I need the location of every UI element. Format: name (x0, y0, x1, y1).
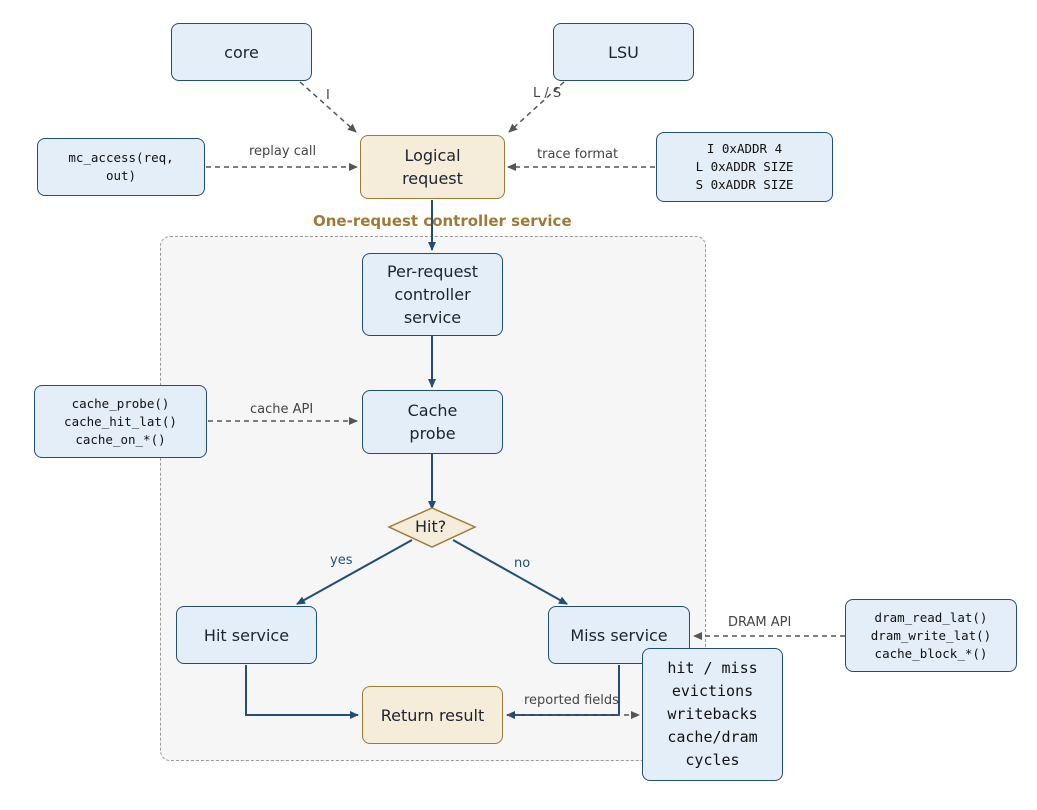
edge-label-reported-fields: reported fields (524, 693, 619, 708)
edge-label-trace-format: trace format (537, 147, 619, 162)
per-request-line-3: service (403, 308, 462, 327)
trace-format-line-1: I 0xADDR 4 (706, 141, 783, 156)
mc-access-line-1: mc_access(req, (68, 150, 174, 165)
edge-label-replay-call: replay call (249, 144, 317, 159)
per-request-line-1: Per-request (386, 262, 479, 281)
edge-core-to-request (299, 81, 357, 133)
edge-label-core: I (326, 88, 330, 103)
cache-probe-line-1: Cache (407, 401, 458, 420)
cache-api-line-1: cache_probe() (71, 395, 170, 411)
cache-api-node: cache_probe() cache_hit_lat() cache_on_*… (34, 385, 207, 458)
dram-api-line-3: cache_block_*() (874, 645, 988, 661)
trace-format-line-3: S 0xADDR SIZE (695, 177, 794, 192)
core-label: core (224, 42, 259, 62)
edge-label-no: no (514, 556, 531, 571)
dram-api-line-1: dram_read_lat() (874, 609, 988, 625)
reported-fields-line-1: hit / miss (667, 659, 758, 677)
per-request-line-2: controller (394, 285, 471, 304)
trace-format-line-2: L 0xADDR SIZE (695, 159, 794, 174)
cache-probe-line-2: probe (409, 424, 456, 443)
dram-api-node: dram_read_lat() dram_write_lat() cache_b… (845, 599, 1017, 672)
edge-hit-to-return (245, 665, 359, 719)
reported-fields-line-5: cycles (685, 751, 740, 769)
return-result-label: Return result (380, 705, 485, 725)
trace-format-node: I 0xADDR 4 L 0xADDR SIZE S 0xADDR SIZE (656, 132, 833, 202)
hit-service-label: Hit service (203, 625, 290, 645)
cache-api-line-3: cache_on_*() (75, 431, 166, 447)
core-node: core (171, 23, 312, 81)
group-title: One-request controller service (313, 212, 572, 230)
hit-decision-diamond (387, 507, 477, 548)
edge-yes (296, 539, 413, 605)
logical-request-line-2: request (402, 169, 463, 188)
edge-label-cache-api: cache API (250, 402, 314, 417)
dram-api-line-2: dram_write_lat() (870, 627, 992, 643)
edge-label-lsu: L / S (533, 86, 562, 101)
reported-fields-node: hit / miss evictions writebacks cache/dr… (642, 648, 783, 781)
edge-lsu-to-request (508, 81, 565, 133)
mc-access-line-2: out) (105, 168, 137, 183)
cache-api-line-2: cache_hit_lat() (64, 413, 177, 429)
reported-fields-line-3: writebacks (667, 705, 758, 723)
edge-no (452, 539, 568, 605)
per-request-node: Per-request controller service (362, 253, 503, 336)
hit-service-node: Hit service (176, 606, 317, 664)
logical-request-line-1: Logical (404, 146, 461, 165)
mc-access-node: mc_access(req, out) (37, 138, 205, 196)
cache-probe-node: Cache probe (362, 390, 503, 454)
reported-fields-line-2: evictions (671, 682, 754, 700)
edge-label-dram-api: DRAM API (728, 615, 792, 630)
lsu-label: LSU (608, 42, 639, 62)
logical-request-node: Logical request (360, 135, 505, 199)
reported-fields-line-4: cache/dram (667, 728, 758, 746)
hit-decision-label: Hit? (415, 517, 447, 536)
lsu-node: LSU (553, 23, 694, 81)
edge-label-yes: yes (330, 553, 353, 568)
return-result-node: Return result (362, 686, 503, 744)
miss-service-label: Miss service (570, 625, 668, 645)
